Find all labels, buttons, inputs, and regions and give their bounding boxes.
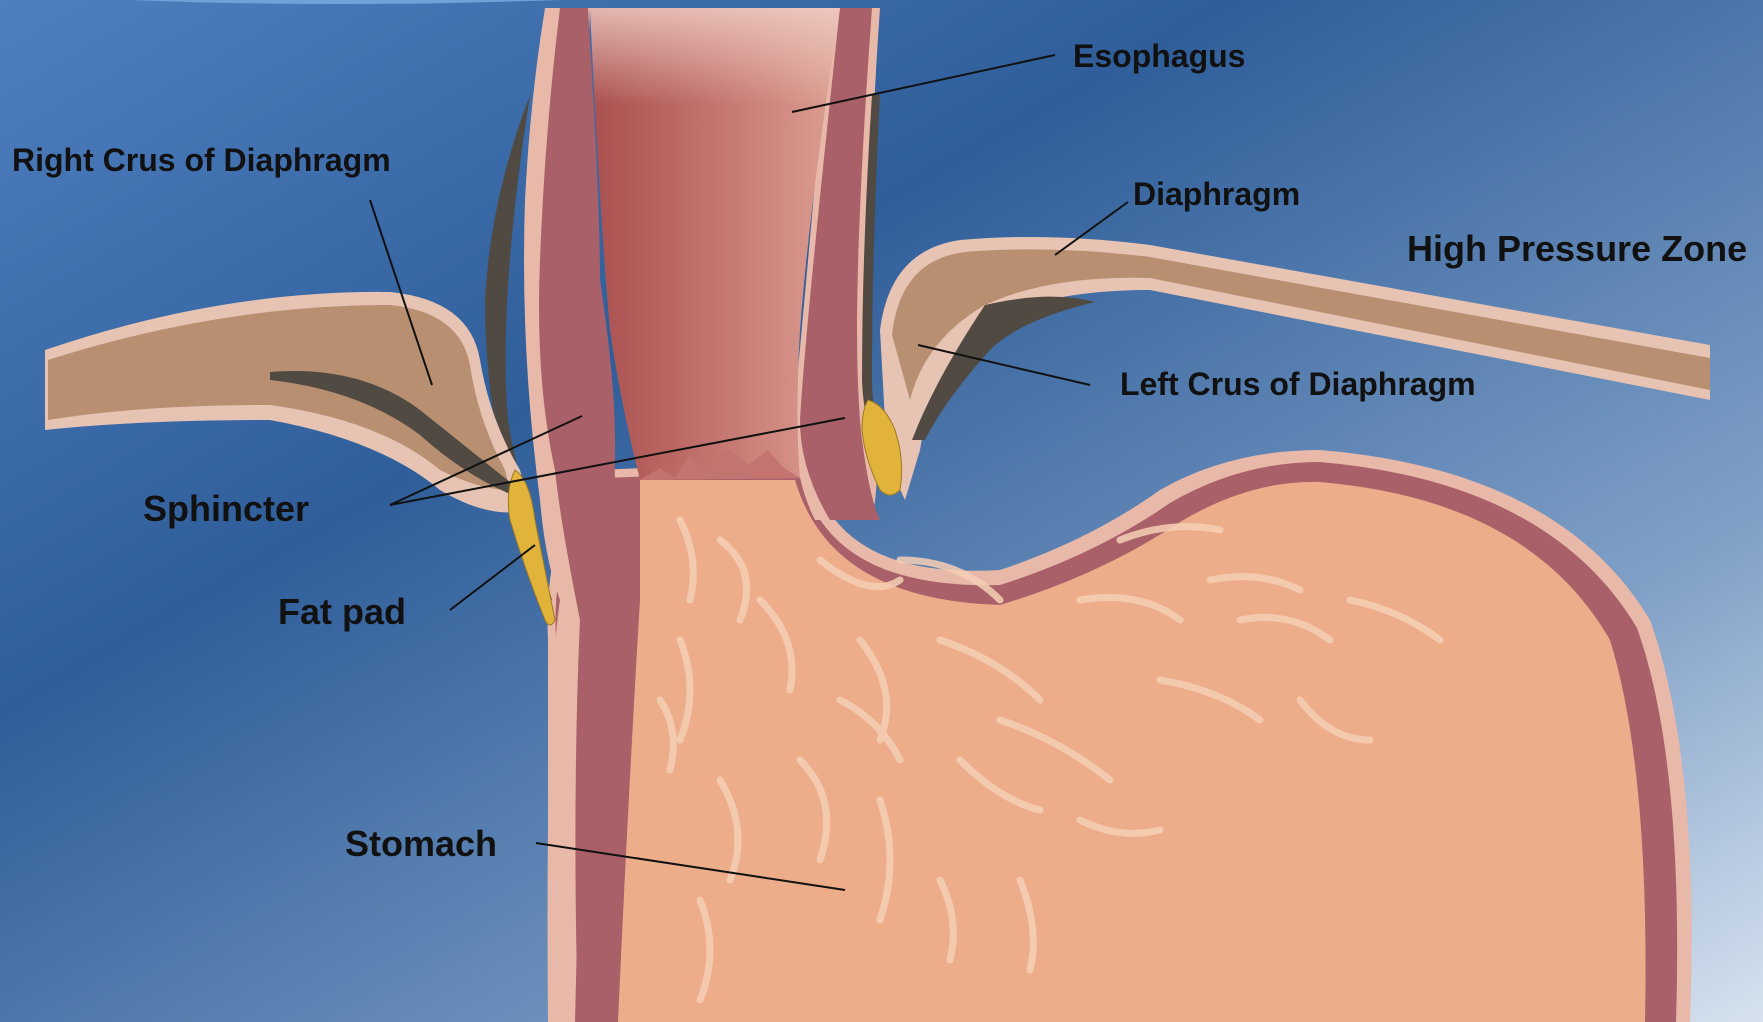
left-crus-label: Left Crus of Diaphragm (1120, 366, 1476, 402)
esophagus-label: Esophagus (1073, 38, 1245, 74)
esophagus-lumen-highlight (590, 8, 840, 330)
right-crus-label: Right Crus of Diaphragm (12, 142, 391, 178)
diaphragm-label: Diaphragm (1133, 176, 1300, 212)
stomach-label: Stomach (345, 823, 497, 864)
fat-pad-label: Fat pad (278, 591, 406, 632)
high-pressure-zone-label: High Pressure Zone (1407, 228, 1747, 269)
stomach-mucosa (618, 480, 1646, 1022)
sphincter-label: Sphincter (143, 488, 309, 529)
